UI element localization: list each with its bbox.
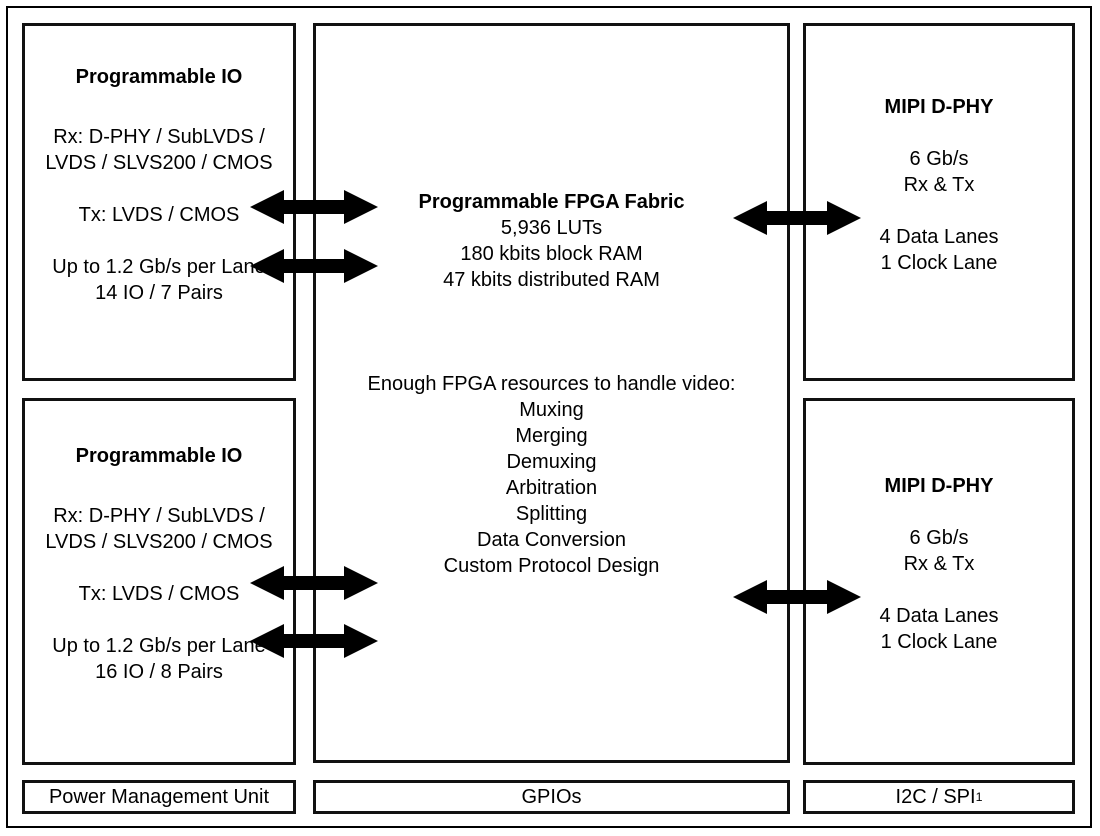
io-rx-line-2: LVDS / SLVS200 / CMOS [45,531,273,553]
arrow-io-bottom-to-fabric-lower [250,624,378,658]
fabric-resources-group: Enough FPGA resources to handle video: M… [316,371,787,579]
io-pins-line: 16 IO / 8 Pairs [95,661,223,683]
block-title: Programmable IO [75,65,243,88]
io-rx-line-1: Rx: D-PHY / SubLVDS / [53,505,265,527]
fabric-resource-data-conversion: Data Conversion [477,529,626,551]
io-pins-line: 14 IO / 7 Pairs [95,281,223,304]
io-rx-line-1: Rx: D-PHY / SubLVDS / [53,125,265,148]
footer-label: I2C / SPI [895,785,976,808]
io-tx-line: Tx: LVDS / CMOS [78,583,240,605]
block-mipi-dphy-bottom[interactable]: MIPI D-PHY 6 Gb/s Rx & Tx 4 Data Lanes 1… [803,398,1075,765]
mipi-data-lanes: 4 Data Lanes [879,605,999,627]
io-rate-line: Up to 1.2 Gb/s per Lane [52,635,266,657]
fabric-distributed-ram: 47 kbits distributed RAM [443,269,660,291]
footer-power-management-unit[interactable]: Power Management Unit [22,780,296,814]
fabric-resource-splitting: Splitting [515,503,588,525]
fabric-spec-group: Programmable FPGA Fabric 5,936 LUTs 180 … [316,190,787,293]
mipi-clock-lanes: 1 Clock Lane [880,251,998,274]
arrow-io-top-to-fabric-lower [250,249,378,283]
block-programmable-io-bottom[interactable]: Programmable IO Rx: D-PHY / SubLVDS / LV… [22,398,296,765]
block-title: Programmable IO [75,445,243,467]
mipi-rate: 6 Gb/s [909,527,969,549]
block-programmable-fpga-fabric[interactable]: Programmable FPGA Fabric 5,936 LUTs 180 … [313,23,790,763]
io-tx-line: Tx: LVDS / CMOS [78,203,240,226]
footer-label: GPIOs [521,785,582,808]
mipi-clock-lanes: 1 Clock Lane [880,631,998,653]
arrow-fabric-to-mipi-bottom [733,580,861,614]
arrow-io-top-to-fabric-upper [250,190,378,224]
fabric-block-ram: 180 kbits block RAM [460,243,643,265]
block-mipi-dphy-top[interactable]: MIPI D-PHY 6 Gb/s Rx & Tx 4 Data Lanes 1… [803,23,1075,381]
fabric-resource-arbitration: Arbitration [505,477,598,499]
block-title: Programmable FPGA Fabric [418,191,685,213]
footer-gpios[interactable]: GPIOs [313,780,790,814]
block-title: MIPI D-PHY [884,95,994,118]
arrow-io-bottom-to-fabric-upper [250,566,378,600]
fabric-resource-custom-protocol-design: Custom Protocol Design [443,555,660,577]
arrow-fabric-to-mipi-top [733,201,861,235]
fabric-luts: 5,936 LUTs [500,217,603,239]
mipi-direction: Rx & Tx [903,173,975,196]
mipi-rate: 6 Gb/s [909,147,969,170]
fabric-resource-demuxing: Demuxing [506,451,597,473]
io-rate-line: Up to 1.2 Gb/s per Lane [52,255,266,278]
footer-label: Power Management Unit [48,785,270,808]
fabric-resource-muxing: Muxing [519,399,584,421]
block-title: MIPI D-PHY [884,475,994,497]
fabric-resources-heading: Enough FPGA resources to handle video: [367,373,736,395]
fabric-resource-merging: Merging [515,425,588,447]
mipi-direction: Rx & Tx [903,553,975,575]
io-rx-line-2: LVDS / SLVS200 / CMOS [45,151,273,174]
block-programmable-io-top[interactable]: Programmable IO Rx: D-PHY / SubLVDS / LV… [22,23,296,381]
mipi-data-lanes: 4 Data Lanes [879,225,999,248]
